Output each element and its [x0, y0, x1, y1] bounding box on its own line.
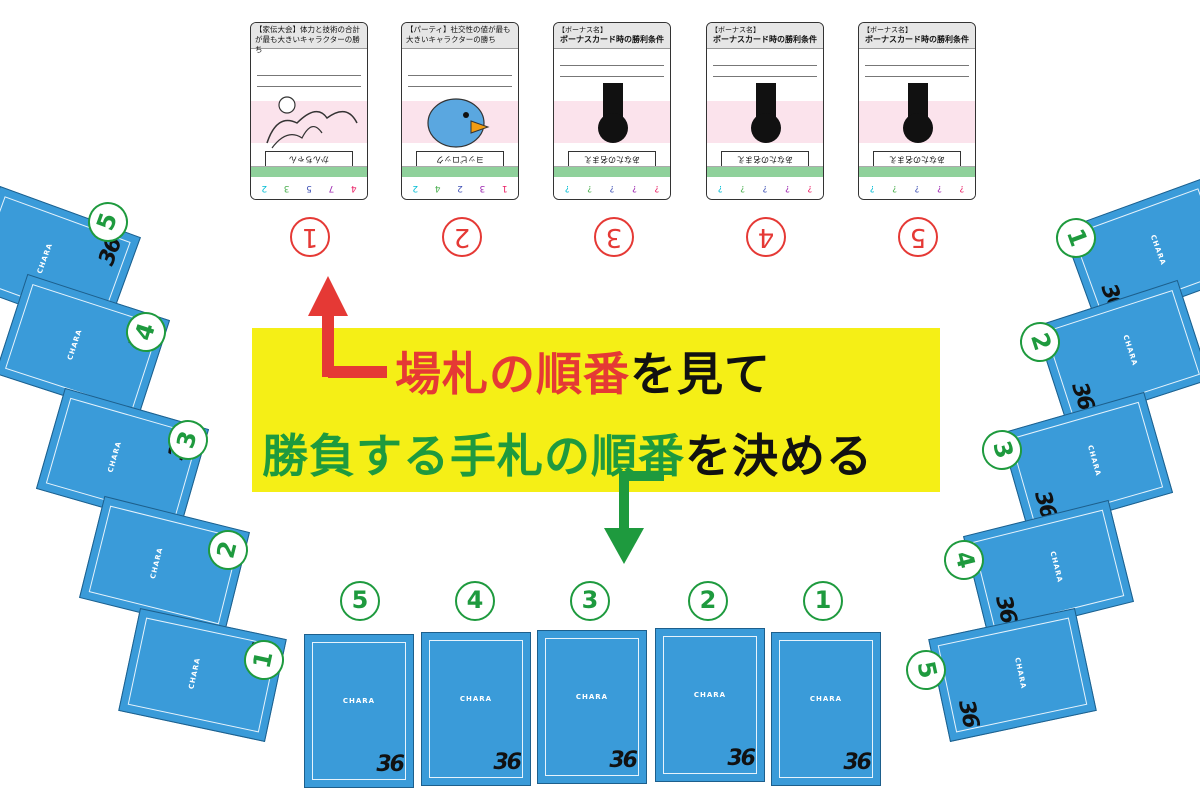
bonus-condition: ボーナスカード時の勝利条件: [713, 35, 817, 44]
stat-value: 2: [457, 183, 463, 193]
hand-card[interactable]: CHARA 36: [771, 632, 881, 786]
stat-value: ?: [937, 183, 942, 193]
right-hand-card[interactable]: CHARA 36: [928, 608, 1097, 742]
silhouette-head: [598, 113, 628, 143]
stat-value: 4: [350, 183, 357, 193]
hand-order-number: 3: [570, 581, 610, 621]
hand-order-number: 4: [455, 581, 495, 621]
field-card-stats: ? ? ? ? ?: [554, 166, 670, 199]
card-label: CHARA: [459, 695, 493, 703]
field-order-number: 1: [290, 217, 330, 257]
stat-value: ?: [654, 183, 660, 193]
field-card-name: かんちゃん: [265, 151, 353, 167]
stat-value: ?: [914, 183, 920, 193]
stat-value: ?: [740, 183, 746, 193]
field-card-name: あなたの名まえ: [568, 151, 656, 167]
stat-value: ?: [892, 183, 898, 193]
stat-value: ?: [762, 183, 768, 193]
card-logo: 36: [609, 748, 638, 773]
field-card-stats: ? ? ? ? ?: [859, 166, 975, 199]
instruction-highlight-green: 勝負する手札の順番: [262, 429, 685, 483]
instruction-line-1: 場札の順番を見て: [395, 338, 771, 404]
field-card-1[interactable]: 【家伝大会】体力と技術の合計が最も大きいキャラクターの勝ち かんちゃん 4 7 …: [250, 22, 368, 200]
stat-value: ?: [609, 183, 615, 193]
stat-value: ?: [587, 183, 593, 193]
green-arrow-icon: [604, 471, 664, 564]
card-logo: 36: [843, 750, 872, 775]
field-card-text-stripe: [865, 65, 969, 77]
card-label: CHARA: [693, 691, 727, 699]
stat-value: ?: [632, 183, 637, 193]
stat-value: ?: [717, 183, 723, 193]
stat-value: ?: [807, 183, 813, 193]
bonus-condition: ボーナスカード時の勝利条件: [865, 35, 969, 44]
instruction-text: を見て: [630, 347, 771, 401]
red-arrow-icon: [308, 276, 387, 378]
field-card-name: あなたの名まえ: [721, 151, 809, 167]
field-card-header: 【家伝大会】体力と技術の合計が最も大きいキャラクターの勝ち: [251, 23, 367, 54]
hand-order-number: 1: [803, 581, 843, 621]
stat-value: ?: [785, 183, 790, 193]
bonus-name-label: 【ボーナス名】: [558, 26, 607, 34]
field-card-header: 【ボーナス名】 ボーナスカード時の勝利条件: [554, 23, 670, 49]
stat-value: 4: [434, 183, 441, 193]
stat-value: 7: [328, 183, 335, 193]
bonus-condition: ボーナスカード時の勝利条件: [560, 35, 664, 44]
field-order-number: 5: [898, 217, 938, 257]
field-card-name: ヨッピロック: [416, 151, 504, 167]
card-logo: 36: [727, 746, 756, 771]
instruction-text: を決める: [685, 429, 873, 483]
stat-value: 2: [261, 183, 268, 193]
silhouette-head: [903, 113, 933, 143]
field-order-number: 3: [594, 217, 634, 257]
field-card-text-stripe: [560, 65, 664, 77]
field-card-header: 【ボーナス名】 ボーナスカード時の勝利条件: [859, 23, 975, 49]
stat-value: 2: [412, 183, 419, 193]
field-card-4[interactable]: 【ボーナス名】 ボーナスカード時の勝利条件 あなたの名まえ ? ? ? ? ?: [706, 22, 824, 200]
stat-value: ?: [564, 183, 570, 193]
stat-value: 3: [479, 183, 486, 193]
instruction-banner: [252, 328, 940, 492]
field-card-text-stripe: [257, 75, 361, 87]
instruction-line-2: 勝負する手札の順番を決める: [262, 420, 873, 486]
field-card-3[interactable]: 【ボーナス名】 ボーナスカード時の勝利条件 あなたの名まえ ? ? ? ? ?: [553, 22, 671, 200]
field-card-header: 【パーティ】社交性の値が最も大きいキャラクターの勝ち: [402, 23, 518, 49]
stat-value: 3: [283, 183, 290, 193]
card-label: CHARA: [575, 693, 609, 701]
field-card-stats: 4 7 5 3 2: [251, 166, 367, 199]
bonus-name-label: 【ボーナス名】: [863, 26, 912, 34]
field-card-text-stripe: [713, 65, 817, 77]
field-order-number: 2: [442, 217, 482, 257]
hand-card[interactable]: CHARA 36: [421, 632, 531, 786]
stat-value: 1: [501, 183, 508, 193]
field-order-number: 4: [746, 217, 786, 257]
stat-value: ?: [959, 183, 965, 193]
card-logo: 36: [376, 752, 405, 777]
stat-value: 5: [306, 183, 312, 193]
card-logo: 36: [493, 750, 522, 775]
field-card-5[interactable]: 【ボーナス名】 ボーナスカード時の勝利条件 あなたの名まえ ? ? ? ? ?: [858, 22, 976, 200]
card-logo: 36: [952, 697, 983, 729]
hand-card[interactable]: CHARA 36: [537, 630, 647, 784]
hand-card[interactable]: CHARA 36: [304, 634, 414, 788]
field-card-name: あなたの名まえ: [873, 151, 961, 167]
field-card-text-stripe: [408, 75, 512, 87]
bird-character-illustration: [427, 98, 490, 148]
card-label: CHARA: [342, 697, 376, 705]
hand-order-number: 2: [688, 581, 728, 621]
field-card-header: 【ボーナス名】 ボーナスカード時の勝利条件: [707, 23, 823, 49]
instruction-highlight-red: 場札の順番: [395, 347, 630, 401]
hand-card[interactable]: CHARA 36: [655, 628, 765, 782]
hand-order-number: 5: [340, 581, 380, 621]
silhouette-head: [751, 113, 781, 143]
card-label: CHARA: [809, 695, 843, 703]
bonus-name-label: 【ボーナス名】: [711, 26, 760, 34]
field-card-stats: 1 3 2 4 2: [402, 166, 518, 199]
field-card-2[interactable]: 【パーティ】社交性の値が最も大きいキャラクターの勝ち ヨッピロック 1 3 2 …: [401, 22, 519, 200]
stat-value: ?: [869, 183, 875, 193]
character-illustration: [266, 96, 358, 149]
field-card-stats: ? ? ? ? ?: [707, 166, 823, 199]
